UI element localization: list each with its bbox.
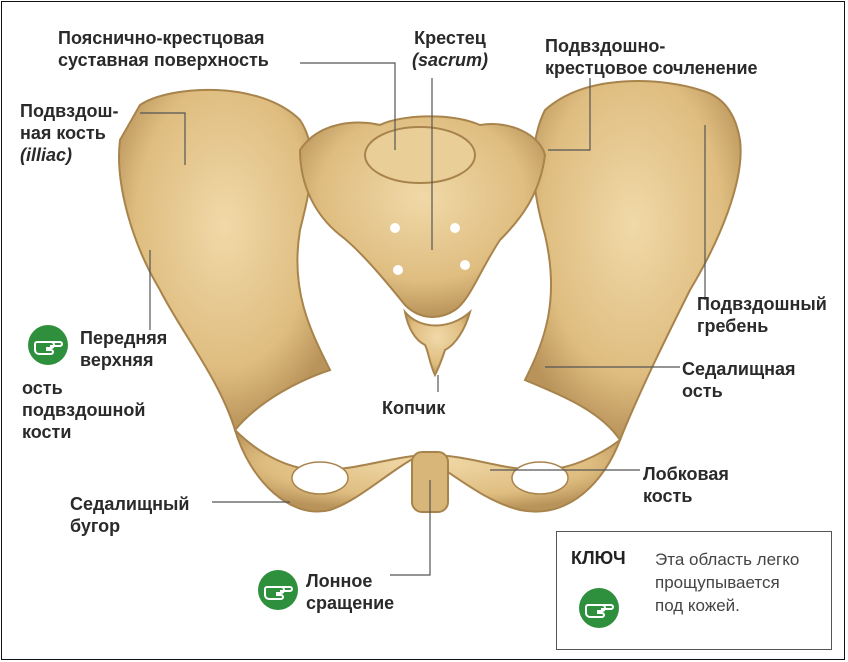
label-iliac-crest: Подвздошный гребень [697,293,827,337]
label-pubic-bone: Лобковая кость [643,463,729,507]
coccyx [405,312,470,375]
label-ilium: Подвздош- ная кость (illiac) [20,100,119,166]
key-description: Эта область легко прощупывается под коже… [655,548,799,617]
label-sacroiliac-joint: Подвздошно- крестцовое сочленение [545,35,758,79]
lumbosacral-surface [365,127,475,183]
label-coccyx: Копчик [382,397,445,419]
label-lumbosacral-surface: Пояснично-крестцовая суставная поверхнос… [58,27,269,71]
label-asis: Передняя верхняя [80,327,167,371]
key-box: КЛЮЧ Эта область легко прощупывается под… [556,531,832,650]
hand-pointing-icon [28,325,68,365]
label-pubic-symphysis: Лонное сращение [306,570,394,614]
label-ischial-tuberosity: Седалищный бугор [70,493,189,537]
label-sacrum: Крестец (sacrum) [412,27,488,71]
key-title: КЛЮЧ [571,548,626,569]
hand-pointing-icon [579,588,619,628]
label-asis-cont: ость подвздошной кости [22,377,145,443]
label-ischial-spine: Седалищная ость [682,358,796,402]
hand-pointing-icon [258,570,298,610]
left-ilium [119,90,330,430]
